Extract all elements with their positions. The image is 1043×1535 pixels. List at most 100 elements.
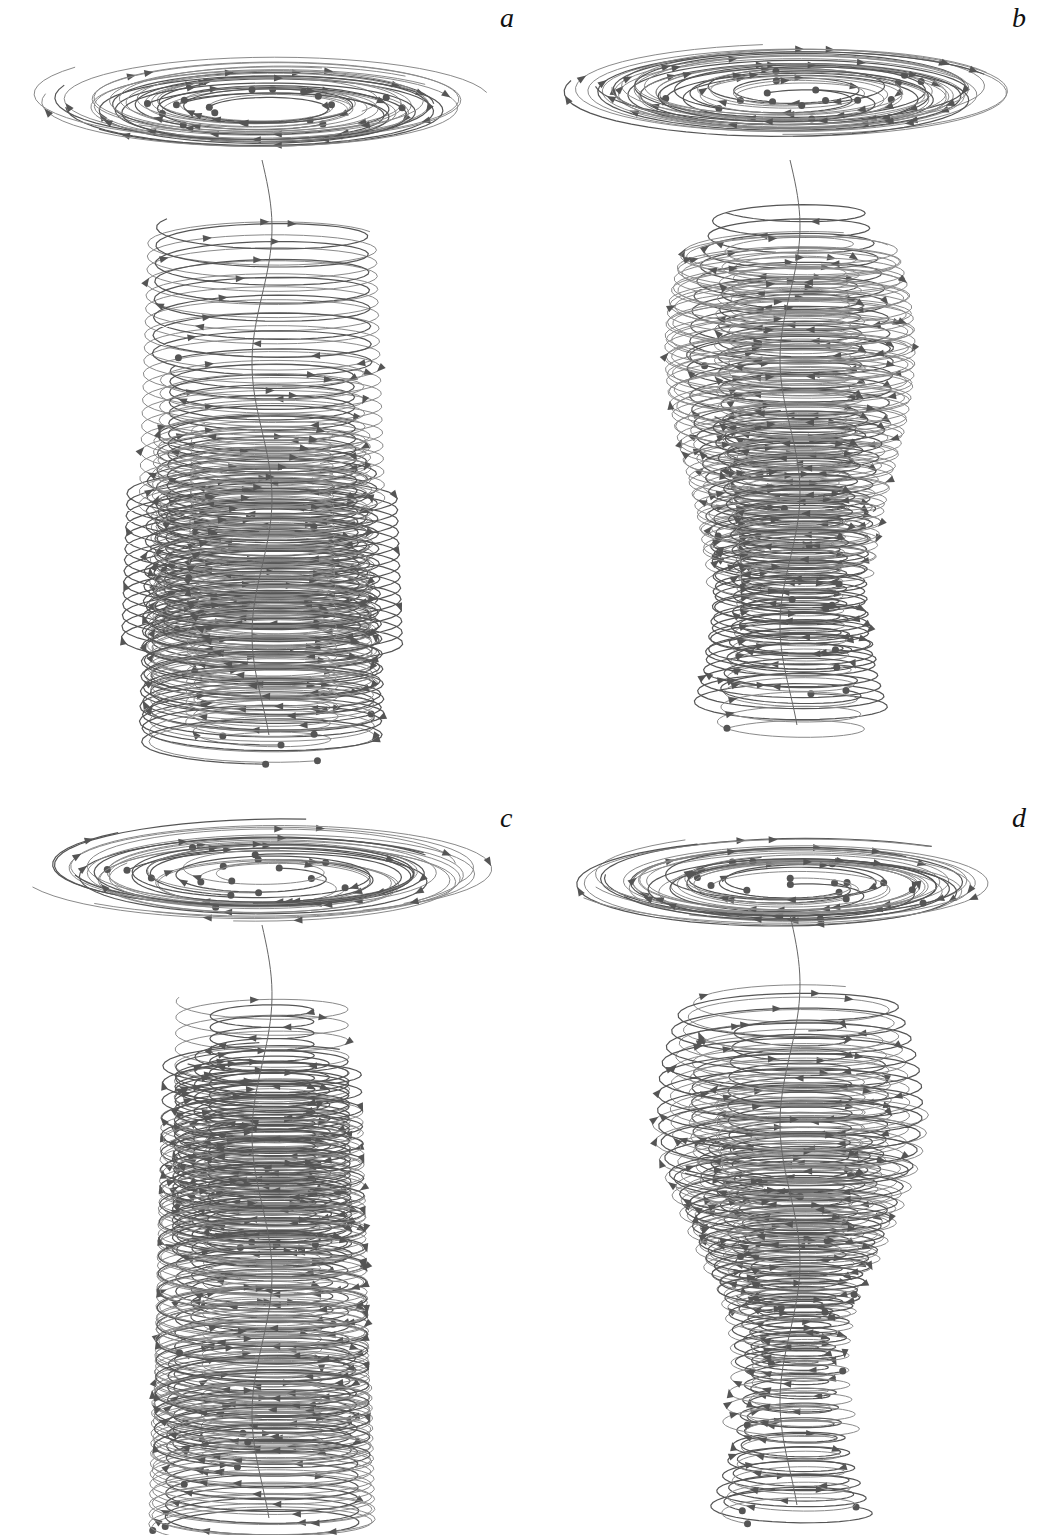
streamline <box>119 66 405 127</box>
flow-arrow <box>840 633 850 642</box>
flow-arrow <box>271 1343 280 1350</box>
flow-arrow <box>184 587 192 597</box>
flow-arrow <box>725 709 735 718</box>
seed-dot <box>723 725 730 732</box>
flow-arrow <box>252 1490 261 1497</box>
streamline <box>711 1296 872 1523</box>
flow-arrow <box>271 1395 280 1402</box>
vortex-panel <box>34 57 487 768</box>
flow-arrow <box>712 374 723 385</box>
flow-arrow <box>207 527 217 535</box>
flow-arrow <box>702 669 713 680</box>
flow-arrow <box>361 461 372 472</box>
flow-arrow <box>756 1232 766 1240</box>
flow-arrow <box>727 676 738 685</box>
flow-arrow <box>235 671 245 679</box>
flow-arrow <box>827 1237 836 1245</box>
flow-arrow <box>887 392 897 400</box>
flow-arrow <box>727 1279 737 1288</box>
flow-arrow <box>784 1221 793 1228</box>
flow-arrow <box>154 428 164 439</box>
flow-arrow <box>841 1349 848 1358</box>
seed-dot <box>176 1349 183 1356</box>
flow-arrow <box>734 559 745 570</box>
streamline <box>55 76 429 139</box>
flow-arrow <box>307 371 317 379</box>
flow-arrow <box>227 559 236 566</box>
flow-arrow <box>324 67 333 75</box>
flow-arrow <box>884 476 895 486</box>
streamline <box>644 55 968 118</box>
seed-dot <box>276 865 283 872</box>
flow-arrow <box>765 373 774 381</box>
streamline <box>690 205 891 366</box>
streamline <box>186 423 338 736</box>
flow-arrow <box>873 859 883 867</box>
flow-arrow <box>656 1158 666 1169</box>
flow-arrow <box>442 849 453 859</box>
streamline <box>142 584 382 764</box>
flow-arrow <box>858 635 869 644</box>
seed-dot <box>228 877 235 884</box>
streamline <box>132 844 413 903</box>
streamline <box>42 71 458 147</box>
flow-arrow <box>772 1005 781 1012</box>
flow-arrow <box>359 395 369 406</box>
flow-arrow <box>274 395 283 402</box>
flow-arrow <box>816 580 825 588</box>
flow-arrow <box>360 121 370 129</box>
flow-arrow <box>837 1330 848 1339</box>
flow-arrow <box>253 484 262 491</box>
flow-arrow <box>830 260 839 267</box>
flow-arrow <box>782 1380 792 1388</box>
seed-dot <box>308 875 315 882</box>
flow-arrow <box>650 1136 660 1147</box>
flow-arrow <box>202 313 212 321</box>
flow-arrow <box>969 66 980 76</box>
flow-arrow <box>699 1231 710 1241</box>
streamline <box>676 1164 906 1436</box>
flow-arrow <box>358 1154 368 1165</box>
flow-arrow <box>205 360 215 368</box>
core-streamline <box>780 915 800 1505</box>
flow-arrow <box>728 1451 739 1461</box>
flow-arrow <box>707 266 717 275</box>
flow-arrow <box>304 861 314 870</box>
flow-arrow <box>250 996 259 1003</box>
flow-arrow <box>761 1385 771 1394</box>
flow-arrow <box>804 279 813 286</box>
flow-arrow <box>781 77 790 84</box>
flow-arrow <box>717 470 726 480</box>
seed-dot <box>836 580 843 587</box>
flow-arrow <box>653 1087 664 1098</box>
flow-arrow <box>855 298 866 309</box>
flow-arrow <box>881 114 891 122</box>
flow-arrow <box>897 317 908 327</box>
flow-arrow <box>390 490 401 501</box>
flow-arrow <box>216 1140 226 1149</box>
flow-arrow <box>816 1486 825 1493</box>
flow-arrow <box>184 574 195 585</box>
flow-arrow <box>184 598 195 609</box>
flow-arrow <box>730 513 741 524</box>
flow-arrow <box>244 1232 253 1239</box>
flow-arrow <box>282 1023 291 1030</box>
flow-arrow <box>825 1132 835 1140</box>
seed-dot <box>175 354 182 361</box>
flow-arrow <box>764 118 773 125</box>
streamline <box>152 219 371 376</box>
flow-arrow <box>84 835 95 844</box>
flow-arrow <box>153 114 163 123</box>
flow-arrow <box>699 991 710 1000</box>
flow-arrow <box>842 485 853 496</box>
flow-arrow <box>441 90 452 101</box>
flow-arrow <box>815 921 824 928</box>
flow-arrow <box>793 575 802 582</box>
flow-arrow <box>306 1082 317 1092</box>
seed-dot <box>227 892 234 899</box>
flow-arrow <box>944 99 955 109</box>
flow-arrow <box>693 1042 703 1050</box>
flow-arrow <box>844 995 854 1003</box>
flow-arrow <box>102 117 113 127</box>
flow-arrow <box>787 896 796 903</box>
